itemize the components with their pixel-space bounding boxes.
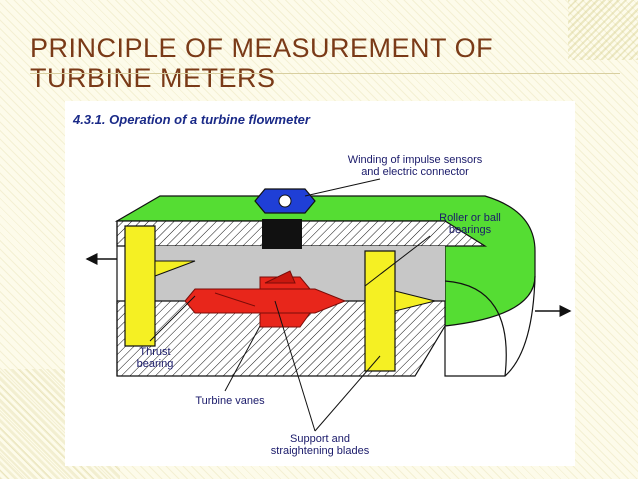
corner-decoration <box>568 0 638 60</box>
label-winding-line2: and electric connector <box>361 166 469 178</box>
label-thrust-line1: Thrust <box>139 346 171 358</box>
label-winding-line1: Winding of impulse sensors <box>347 154 483 166</box>
label-bearings-line1: Roller or ball <box>439 212 501 224</box>
label-thrust-bearing: Thrust bearing <box>125 346 185 370</box>
turbine-rotor <box>184 270 347 328</box>
slide-title: PRINCIPLE OF MEASUREMENT OF TURBINE METE… <box>30 33 494 93</box>
straightening-blades <box>124 225 436 372</box>
turbine-diagram <box>85 178 572 432</box>
sensor-connector <box>254 188 316 249</box>
label-support-line1: Support and <box>290 433 350 445</box>
figure-heading: 4.3.1. Operation of a turbine flowmeter <box>73 112 310 127</box>
label-support: Support and straightening blades <box>255 433 385 457</box>
title-divider <box>30 73 620 74</box>
label-bearings: Roller or ball bearings <box>415 212 525 236</box>
label-turbine-vanes: Turbine vanes <box>195 395 265 407</box>
label-bearings-line2: bearings <box>448 224 492 236</box>
label-winding: Winding of impulse sensors and electric … <box>330 154 500 178</box>
label-support-line2: straightening blades <box>270 445 370 457</box>
turbine-flowmeter-figure: 4.3.1. Operation of a turbine flowmeter … <box>65 101 575 466</box>
leader-lines <box>149 178 431 432</box>
label-thrust-line2: bearing <box>136 358 174 370</box>
meter-housing <box>114 195 536 377</box>
